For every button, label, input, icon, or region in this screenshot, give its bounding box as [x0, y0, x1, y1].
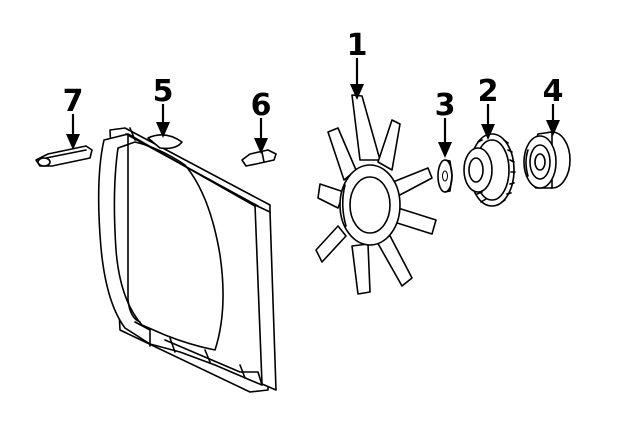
callout-1: 1 [347, 28, 368, 63]
leader-arrows [66, 58, 560, 158]
spacer-washer [437, 159, 453, 193]
callout-2: 2 [478, 74, 499, 109]
pulley [523, 131, 571, 189]
fan-blade [315, 94, 437, 295]
shroud-clip-left [35, 145, 93, 167]
callout-6: 6 [251, 88, 272, 123]
callout-7: 7 [63, 84, 84, 119]
shroud-clip [241, 149, 277, 167]
fan-clutch [463, 133, 516, 207]
callout-3: 3 [435, 88, 456, 123]
callout-5: 5 [153, 74, 174, 109]
callout-4: 4 [543, 74, 564, 109]
fan-shroud [97, 127, 277, 393]
